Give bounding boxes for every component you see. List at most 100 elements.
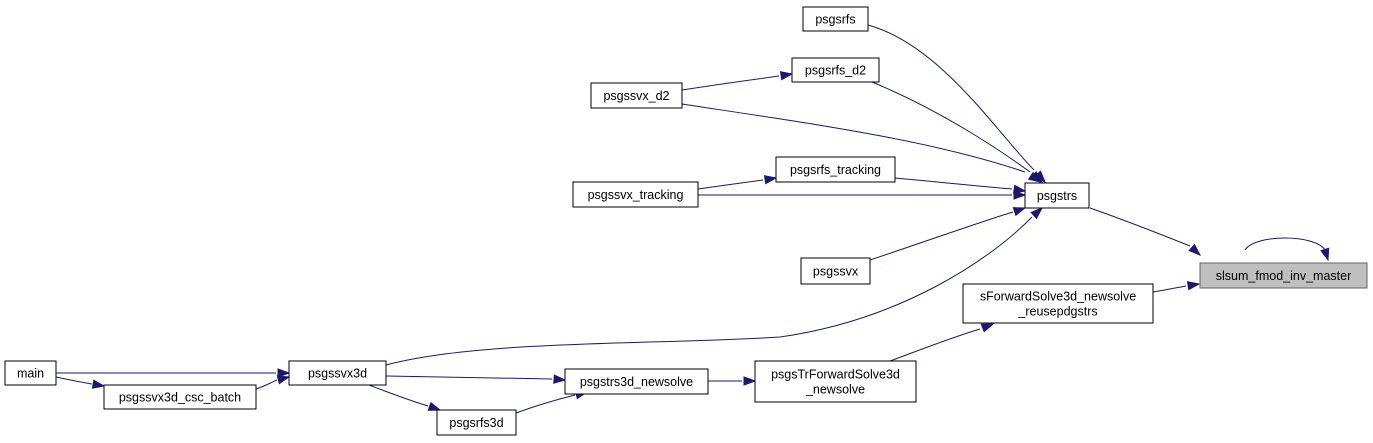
node-psgstrs[interactable]: psgstrs [1024, 182, 1090, 209]
node-label: slsum_fmod_inv_master [1216, 269, 1351, 283]
nodes-layer: slsum_fmod_inv_master psgstrs sForwardSolv… [4, 6, 1368, 436]
node-box [791, 57, 880, 83]
node-box [754, 360, 917, 403]
edge-psgsTrForwardSolve3d_newsolve-to-sForwardSolve3d_newsolve_reusepdgstrs [889, 323, 995, 362]
node-box [436, 409, 517, 436]
arrowhead-icon [1013, 190, 1027, 200]
edge-line [1089, 207, 1191, 247]
node-box [1024, 182, 1090, 209]
arrowhead-icon [1012, 184, 1027, 194]
edge-line [1244, 237, 1326, 251]
edge-line [894, 177, 1013, 190]
edge-line [385, 216, 1033, 366]
node-box [288, 360, 387, 386]
node-label: psgssvx_tracking [588, 188, 684, 202]
edge-psgssvx_d2-to-psgsrfs_d2 [681, 71, 794, 91]
node-label: psgssvx [813, 265, 859, 279]
node-label: psgsrfs3d [449, 416, 503, 430]
edge-line [681, 75, 780, 91]
edge-line [871, 81, 1031, 173]
arrowhead-icon [91, 379, 106, 389]
edge-psgsrfs_d2-to-psgstrs [871, 81, 1044, 183]
node-psgsrfs3d[interactable]: psgsrfs3d [436, 409, 517, 436]
node-main[interactable]: main [4, 360, 57, 386]
edge-main-to-psgssvx3d [56, 368, 291, 378]
node-psgsrfs_d2[interactable]: psgsrfs_d2 [791, 57, 880, 83]
node-box [802, 6, 869, 32]
node-box [590, 82, 683, 109]
node-psgssvx_d2[interactable]: psgssvx_d2 [590, 82, 683, 109]
node-box [564, 368, 709, 395]
arrowhead-icon [1188, 243, 1202, 256]
node-psgstrs3d_newsolve[interactable]: psgstrs3d_newsolve [564, 368, 709, 395]
edge-psgssvx_d2-to-psgstrs [681, 103, 1042, 183]
edge-psgssvx3d_csc_batch-to-psgssvx3d [255, 375, 291, 390]
edge-psgssvx3d-to-psgstrs3d_newsolve [385, 374, 567, 384]
edge-psgstrs3d_newsolve-to-psgsTrForwardSolve3d_newsolve [708, 376, 757, 386]
arrowhead-icon [763, 175, 778, 185]
arrowhead-icon [1030, 207, 1044, 220]
node-psgsrfs[interactable]: psgsrfs [802, 6, 869, 32]
arrowhead-icon [1320, 247, 1330, 262]
node-box [4, 360, 57, 386]
arrowhead-icon [1186, 281, 1201, 291]
edge-psgsrfs_tracking-to-psgstrs [894, 177, 1027, 194]
arrowhead-icon [1012, 207, 1027, 217]
edge-line [869, 211, 1014, 261]
arrowhead-icon [277, 368, 291, 378]
node-sForwardSolve3d_newsolve_reusepdgstrs[interactable]: sForwardSolve3d_newsolve_reusepdgstrs [962, 283, 1154, 324]
arrowhead-icon [1027, 171, 1042, 183]
edge-slsum_fmod_inv_master-to-slsum_fmod_inv_master [1244, 237, 1330, 262]
node-label: psgsrfs_tracking [790, 163, 881, 177]
node-label: psgssvx3d [308, 367, 367, 381]
node-label: psgssvx_d2 [603, 89, 669, 103]
node-label: sForwardSolve3d_newsolve [980, 290, 1136, 304]
node-box [103, 384, 257, 410]
node-box [1199, 262, 1368, 289]
edge-psgssvx3d-to-psgsrfs3d [368, 384, 442, 411]
node-label: psgsrfs_d2 [805, 64, 866, 78]
node-psgssvx3d[interactable]: psgssvx3d [288, 360, 387, 386]
arrowhead-icon [779, 71, 794, 81]
edge-line [681, 103, 1026, 173]
node-label: psgsTrForwardSolve3d [771, 368, 900, 382]
node-box [800, 257, 871, 285]
edge-psgssvx-to-psgstrs [869, 207, 1027, 261]
edge-psgssvx_tracking-to-psgstrs [698, 190, 1027, 200]
node-label: psgstrs [1037, 189, 1077, 203]
edges-layer [55, 24, 1330, 414]
node-box [775, 156, 896, 183]
edge-line [889, 328, 981, 362]
edge-sForwardSolve3d_newsolve_reusepdgstrs-to-slsum_fmod_inv_master [1152, 281, 1201, 293]
node-psgssvx[interactable]: psgssvx [800, 257, 871, 285]
edge-psgstrs-to-slsum_fmod_inv_master [1089, 207, 1202, 256]
arrowhead-icon [980, 323, 995, 333]
edge-line [697, 179, 764, 190]
edge-main-to-psgssvx3d_csc_batch [55, 376, 106, 389]
edge-line [1152, 285, 1187, 293]
node-psgssvx_tracking[interactable]: psgssvx_tracking [572, 181, 699, 208]
node-box [962, 283, 1154, 324]
edge-psgssvx_tracking-to-psgsrfs_tracking [697, 175, 778, 190]
edge-psgssvx3d-to-psgstrs [385, 207, 1044, 366]
node-psgsrfs_tracking[interactable]: psgsrfs_tracking [775, 156, 896, 183]
node-label: _newsolve [805, 383, 865, 397]
edge-line [368, 384, 429, 407]
edge-line [867, 24, 1035, 171]
node-label: _reusepdgstrs [1017, 305, 1097, 319]
node-psgssvx3d_csc_batch[interactable]: psgssvx3d_csc_batch [103, 384, 257, 410]
node-label: psgsrfs [815, 13, 855, 27]
edge-line [385, 375, 553, 380]
node-slsum_fmod_inv_master[interactable]: slsum_fmod_inv_master [1199, 262, 1368, 289]
edge-line [515, 394, 576, 414]
node-label: main [17, 367, 44, 381]
arrowhead-icon [427, 401, 442, 411]
arrowhead-icon [743, 376, 757, 386]
edge-line [55, 376, 93, 385]
arrowhead-icon [276, 375, 291, 385]
edge-line [255, 379, 278, 390]
node-label: psgstrs3d_newsolve [580, 375, 693, 389]
node-psgsTrForwardSolve3d_newsolve[interactable]: psgsTrForwardSolve3d_newsolve [754, 360, 917, 403]
